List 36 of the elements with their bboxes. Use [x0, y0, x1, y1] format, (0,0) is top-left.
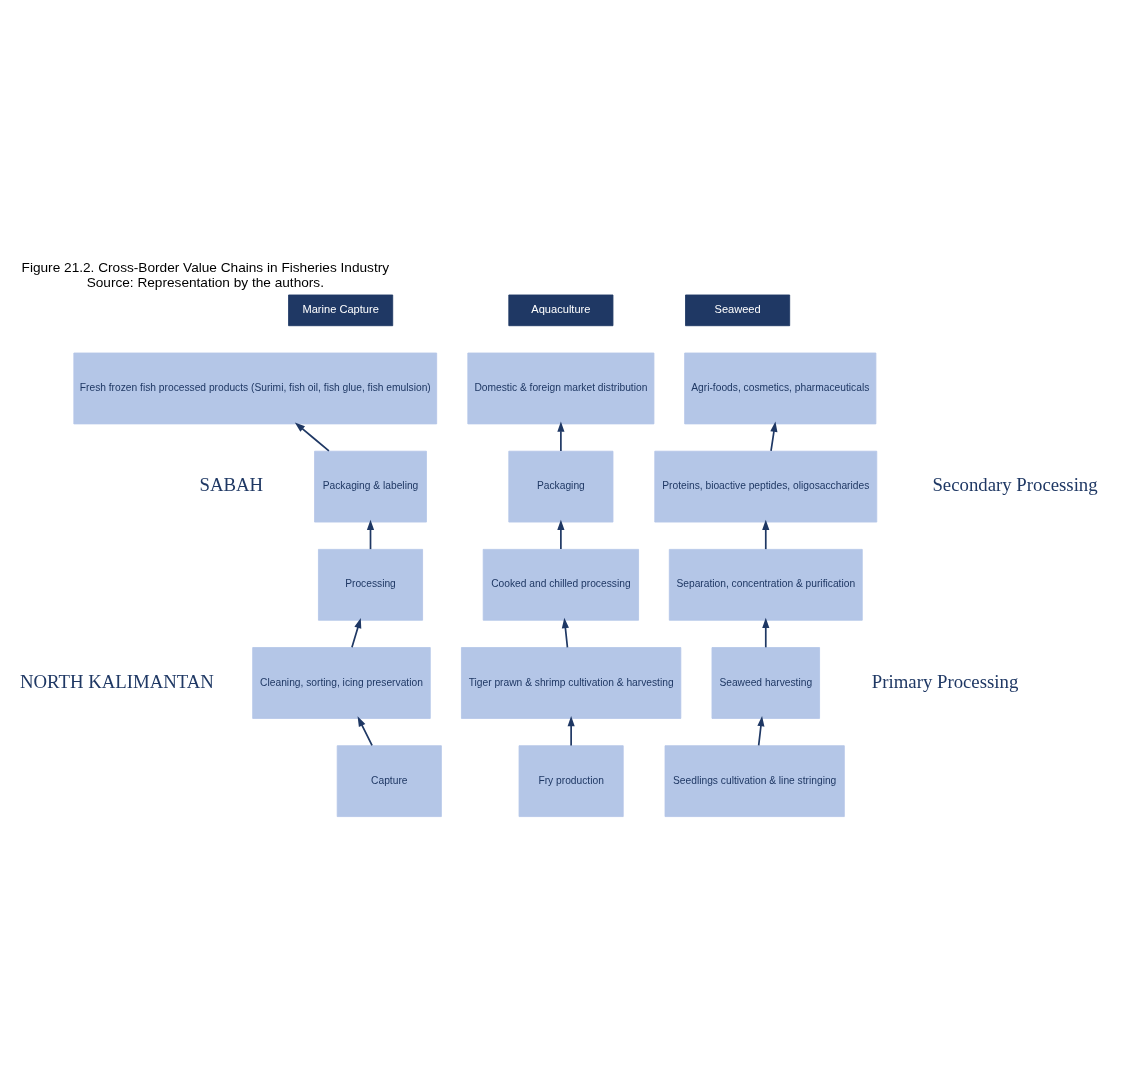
node-box: Proteins, bioactive peptides, oligosaccharides: [654, 450, 878, 523]
diagram-title: Figure 21.2. Cross-Border Value Chains in Fisheries Industry: [21, 259, 390, 275]
arrow: [757, 716, 765, 747]
node-box: Marine Capture: [288, 294, 394, 327]
arrow: [557, 421, 565, 452]
label: Primary Processing: [871, 670, 1019, 692]
node-box: Cleaning, sorting, icing preservation: [252, 647, 431, 719]
arrow: [357, 716, 373, 747]
caption: Source: Representation by the authors.: [86, 275, 324, 291]
node-box: Domestic & foreign market distribution: [467, 352, 655, 425]
node-box: Fry production: [518, 745, 624, 817]
node-box: Cooked and chilled processing: [482, 548, 639, 621]
arrow: [351, 617, 362, 649]
node-box: Capture: [336, 745, 442, 817]
arrow: [557, 519, 565, 550]
node-box: Packaging & labeling: [314, 450, 427, 523]
label: SABAH: [199, 474, 264, 496]
node-box: Seaweed: [685, 294, 791, 327]
node-box: Processing: [318, 548, 423, 621]
node-box: Aquaculture: [508, 294, 614, 327]
label: Secondary Processing: [932, 474, 1098, 496]
arrow: [762, 617, 770, 649]
node-box: Fresh frozen fish processed products (Surimi, fish oil, fish glue, fish emulsion): [73, 352, 438, 425]
node-box: Agri-foods, cosmetics, pharmaceuticals: [684, 352, 877, 425]
arrow: [561, 617, 569, 649]
arrow: [294, 422, 330, 452]
node-box: Seaweed harvesting: [711, 647, 820, 719]
node-box: Packaging: [508, 450, 614, 523]
arrow: [567, 716, 575, 747]
arrow: [762, 519, 770, 550]
label: NORTH KALIMANTAN: [20, 670, 214, 692]
arrow: [770, 421, 778, 452]
arrow: [366, 519, 375, 550]
node-box: Separation, concentration & purification: [668, 548, 863, 621]
node-box: Tiger prawn & shrimp cultivation & harvesting: [461, 647, 682, 719]
node-box: Seedlings cultivation & line stringing: [664, 745, 845, 817]
